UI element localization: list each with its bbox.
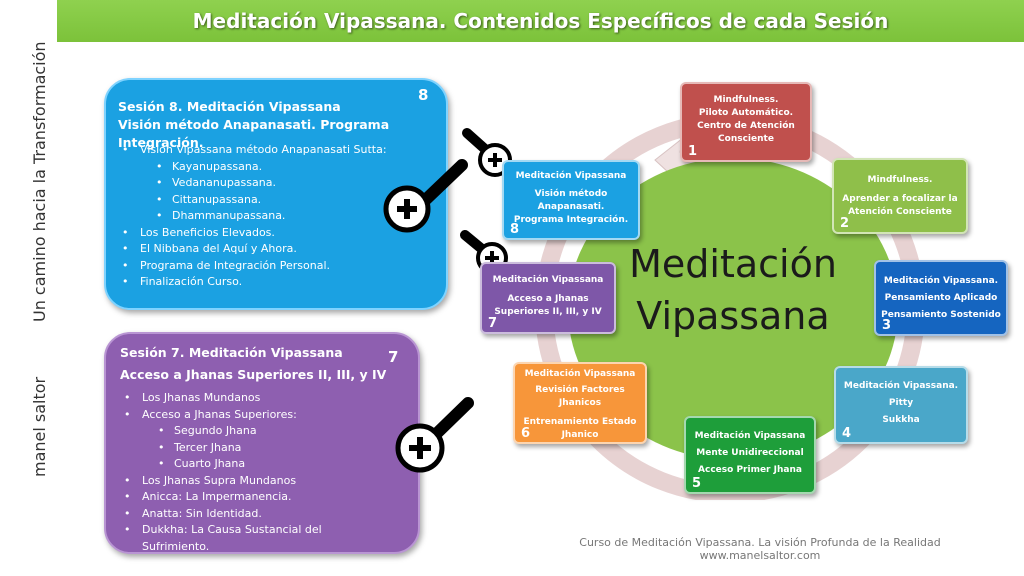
zoom-plus-icon[interactable] bbox=[395, 397, 474, 473]
list-item: Anatta: Sin Identidad. bbox=[114, 506, 374, 523]
box-line: Meditación Vipassana bbox=[492, 275, 604, 285]
box-line: Programa Integración. bbox=[513, 215, 629, 225]
panel-number: 7 bbox=[388, 348, 399, 366]
box-line: Jhanicos bbox=[558, 398, 602, 408]
box-number: 5 bbox=[692, 476, 702, 491]
box-line: Aprender a focalizar la bbox=[842, 194, 958, 204]
list-item: Tercer Jhana bbox=[114, 440, 374, 457]
box-line: Entrenamiento Estado bbox=[523, 417, 637, 427]
center-title: Meditación Vipassana bbox=[578, 238, 888, 342]
box-line: Meditación Vipassana bbox=[524, 369, 636, 379]
box-number: 2 bbox=[840, 216, 850, 231]
list-item: Los Beneficios Elevados. bbox=[112, 225, 432, 242]
cycle-box-3[interactable]: Meditación Vipassana. Pensamiento Aplica… bbox=[874, 260, 1008, 336]
box-line: Superiores II, III, y IV bbox=[494, 307, 602, 317]
box-number: 7 bbox=[488, 316, 498, 331]
box-line: Mindfulness. bbox=[713, 95, 779, 105]
list-item: Acceso a Jhanas Superiores: bbox=[114, 407, 374, 424]
box-line: Pensamiento Sostenido bbox=[881, 310, 1001, 320]
box-line: Meditación Vipassana. bbox=[843, 381, 959, 391]
box-line: Centro de Atención bbox=[697, 121, 795, 131]
title-bar: Meditación Vipassana. Contenidos Específ… bbox=[57, 0, 1024, 42]
box-line: Meditación Vipassana. bbox=[883, 276, 999, 286]
footer: Curso de Meditación Vipassana. La visión… bbox=[560, 536, 960, 562]
cycle-box-5[interactable]: Meditación Vipassana Mente Unidirecciona… bbox=[684, 416, 816, 494]
panel-title-line1: Sesión 7. Meditación Vipassana bbox=[120, 345, 343, 360]
list-item: Visión Vipassana método Anapanasati Sutt… bbox=[112, 142, 432, 159]
cycle-box-2[interactable]: Mindfulness. Aprender a focalizar la Ate… bbox=[832, 158, 968, 234]
box-line: Meditación Vipassana bbox=[694, 431, 806, 441]
side-text-top: Un camino hacia la Transformación bbox=[30, 41, 49, 322]
footer-line1: Curso de Meditación Vipassana. La visión… bbox=[579, 536, 941, 549]
box-number: 3 bbox=[882, 318, 892, 333]
footer-line2: www.manelsaltor.com bbox=[699, 549, 821, 562]
cycle-box-7[interactable]: Meditación Vipassana Acceso a Jhanas Sup… bbox=[480, 262, 616, 334]
box-line: Piloto Automático. bbox=[698, 108, 794, 118]
list-item: Cittanupassana. bbox=[112, 192, 432, 209]
box-line: Anapanasati. bbox=[537, 202, 605, 212]
box-line: Pensamiento Aplicado bbox=[884, 293, 998, 303]
box-line: Consciente bbox=[718, 134, 774, 144]
cycle-box-8[interactable]: Meditación Vipassana Visión método Anapa… bbox=[502, 160, 640, 240]
list-item: El Nibbana del Aquí y Ahora. bbox=[112, 241, 432, 258]
box-number: 8 bbox=[510, 222, 520, 237]
box-line: Mente Unidireccional bbox=[696, 448, 804, 458]
list-item: Kayanupassana. bbox=[112, 159, 432, 176]
zoom-plus-icon[interactable] bbox=[383, 159, 468, 233]
list-item: Finalización Curso. bbox=[112, 274, 432, 291]
list-item: Dukkha: La Causa Sustancial del Sufrimie… bbox=[114, 522, 374, 555]
page-title: Meditación Vipassana. Contenidos Específ… bbox=[192, 9, 889, 33]
list-item: Anicca: La Impermanencia. bbox=[114, 489, 374, 506]
box-number: 1 bbox=[688, 144, 698, 159]
session-7-list: Los Jhanas MundanosAcceso a Jhanas Super… bbox=[114, 390, 374, 555]
center-title-line1: Meditación bbox=[629, 242, 837, 286]
box-line: Sukkha bbox=[882, 415, 920, 425]
panel-title-line1: Sesión 8. Meditación Vipassana bbox=[118, 99, 341, 114]
box-line: Acceso Primer Jhana bbox=[698, 465, 802, 475]
list-item: Segundo Jhana bbox=[114, 423, 374, 440]
box-line: Jhanico bbox=[561, 430, 599, 440]
cycle-box-4[interactable]: Meditación Vipassana. Pitty Sukkha 4 bbox=[834, 366, 968, 444]
side-text-bottom: manel saltor bbox=[30, 376, 49, 477]
box-line: Acceso a Jhanas bbox=[507, 294, 589, 304]
box-number: 4 bbox=[842, 426, 852, 441]
box-line: Pitty bbox=[888, 398, 914, 408]
box-line: Revisión Factores bbox=[535, 385, 625, 395]
panel-title-line2: Acceso a Jhanas Superiores II, III, y IV bbox=[120, 367, 387, 382]
center-title-line2: Vipassana bbox=[636, 294, 830, 338]
list-item: Dhammanupassana. bbox=[112, 208, 432, 225]
list-item: Vedananupassana. bbox=[112, 175, 432, 192]
session-8-list: Visión Vipassana método Anapanasati Sutt… bbox=[112, 142, 432, 291]
panel-number: 8 bbox=[418, 86, 429, 104]
list-item: Los Jhanas Supra Mundanos bbox=[114, 473, 374, 490]
box-number: 6 bbox=[521, 426, 531, 441]
box-line: Meditación Vipassana bbox=[515, 171, 627, 181]
list-item: Programa de Integración Personal. bbox=[112, 258, 432, 275]
list-item: Cuarto Jhana bbox=[114, 456, 374, 473]
box-line: Visión método bbox=[534, 189, 608, 199]
session-7-panel: 7 Sesión 7. Meditación Vipassana Acceso … bbox=[104, 332, 420, 554]
cycle-box-6[interactable]: Meditación Vipassana Revisión Factores J… bbox=[513, 362, 647, 444]
box-line: Mindfulness. bbox=[867, 175, 933, 185]
list-item: Los Jhanas Mundanos bbox=[114, 390, 374, 407]
box-line: Atención Consciente bbox=[848, 207, 952, 217]
cycle-box-1[interactable]: Mindfulness. Piloto Automático. Centro d… bbox=[680, 82, 812, 162]
